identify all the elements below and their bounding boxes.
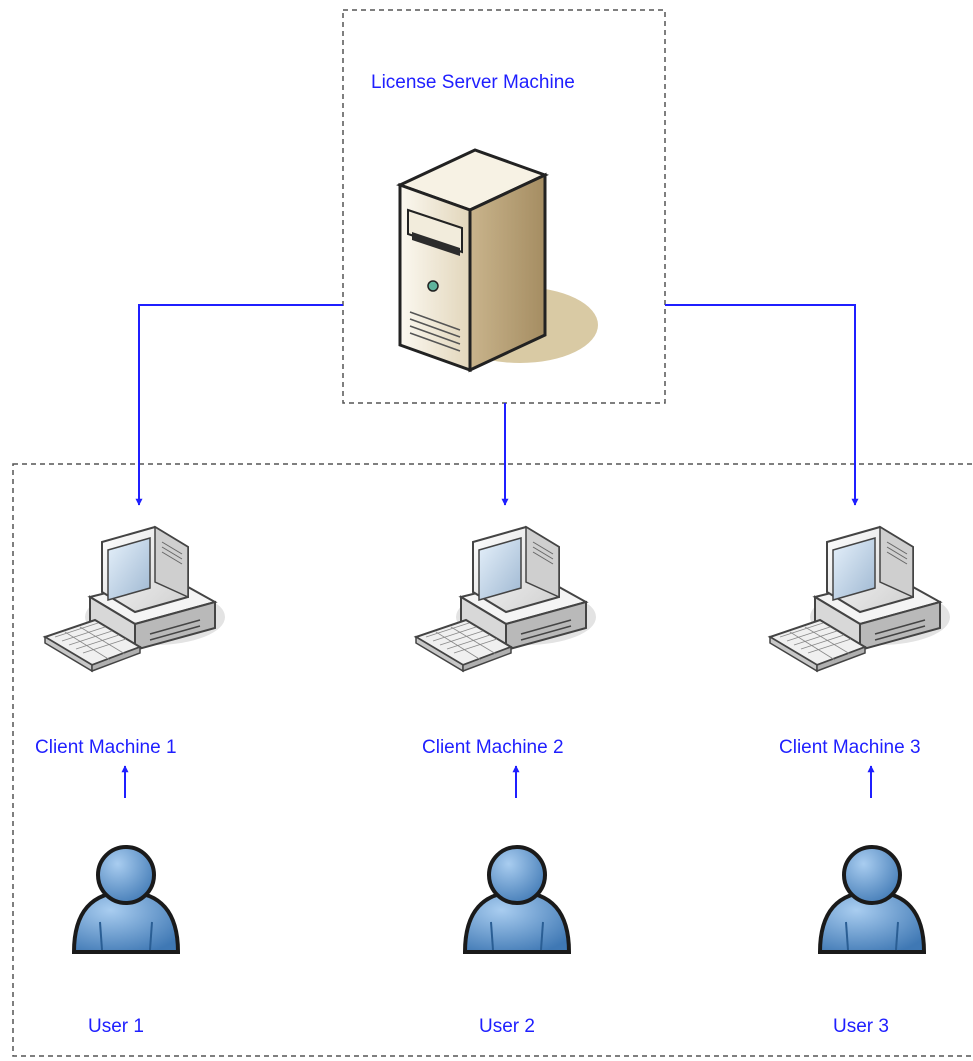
- connector-server-client-1: [135, 304, 343, 506]
- server-label: License Server Machine: [371, 72, 575, 93]
- user-icon: [72, 845, 180, 954]
- user-icon: [818, 845, 926, 954]
- client-label-3: Client Machine 3: [779, 737, 921, 758]
- user-label-2: User 2: [479, 1016, 535, 1037]
- client-label-2: Client Machine 2: [422, 737, 564, 758]
- connector-server-client-3: [665, 304, 859, 506]
- user-icon: [463, 845, 571, 954]
- client-label-1: Client Machine 1: [35, 737, 177, 758]
- user-label-1: User 1: [88, 1016, 144, 1037]
- desktop-computer-icon: [415, 526, 597, 672]
- desktop-computer-icon: [44, 526, 226, 672]
- user-label-3: User 3: [833, 1016, 889, 1037]
- desktop-computer-icon: [769, 526, 951, 672]
- clients-group-border: [12, 463, 973, 1057]
- server-tower-icon: [396, 148, 598, 373]
